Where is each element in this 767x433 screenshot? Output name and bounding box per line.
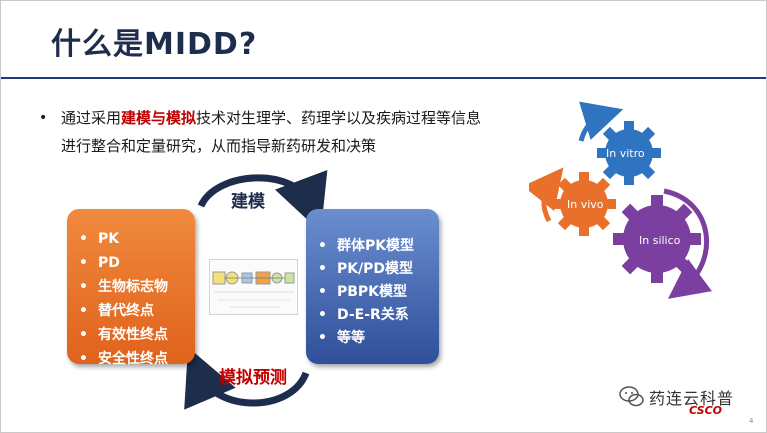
intro-bullet: • 通过采用建模与模拟技术对生理学、药理学以及疾病过程等信息 进行整合和定量研究… (39, 104, 539, 160)
footer-brand: 药连云科普 (619, 385, 734, 409)
intro-prefix: 通过采用 (61, 109, 122, 127)
data-list: PK PD 生物标志物 替代终点 有效性终点 安全性终点 (67, 209, 195, 371)
list-item: 有效性终点 (79, 323, 195, 347)
arc-blue (578, 101, 624, 142)
label-modeling: 建模 (231, 192, 265, 212)
arrow-top (197, 169, 328, 233)
list-item: PK (79, 227, 195, 251)
list-item: PD (79, 251, 195, 275)
diagram-thumbnail (212, 271, 295, 308)
gear-label-in-silico: In silico (639, 234, 681, 247)
list-item: D-E-R关系 (318, 304, 439, 327)
intro-text: 通过采用建模与模拟技术对生理学、药理学以及疾病过程等信息 进行整合和定量研究，从… (61, 104, 539, 160)
arrow-bottom (184, 347, 310, 410)
label-simulation: 模拟预测 (219, 368, 287, 388)
list-item: 等等 (318, 327, 439, 350)
model-box: 群体PK模型 PK/PD模型 PBPK模型 D-E-R关系 等等 (306, 209, 439, 364)
pkpd-diagram-image (209, 259, 298, 315)
page-title: 什么是MIDD? (51, 27, 258, 62)
list-item: 替代终点 (79, 299, 195, 323)
list-item: PBPK模型 (318, 281, 439, 304)
page-number: 4 (749, 417, 754, 425)
brand-name: 药连云科普 (649, 389, 735, 408)
title-divider (1, 77, 766, 79)
gear-label-in-vitro: In vitro (606, 147, 645, 160)
list-item: 安全性终点 (79, 347, 195, 371)
list-item: 群体PK模型 (318, 235, 439, 258)
data-box: PK PD 生物标志物 替代终点 有效性终点 安全性终点 (67, 209, 195, 367)
intro-line2: 进行整合和定量研究，从而指导新药研发和决策 (61, 137, 377, 155)
gears-graphic (522, 101, 712, 299)
intro-suffix: 技术对生理学、药理学以及疾病过程等信息 (196, 109, 482, 127)
wechat-icon (619, 386, 644, 407)
list-item: PK/PD模型 (318, 258, 439, 281)
model-list: 群体PK模型 PK/PD模型 PBPK模型 D-E-R关系 等等 (306, 209, 439, 350)
gears-diagram: In vitro In vivo In silico (522, 101, 729, 305)
list-item: 生物标志物 (79, 275, 195, 299)
arc-purple (663, 188, 712, 299)
gear-label-in-vivo: In vivo (567, 198, 604, 211)
bullet-dot: • (39, 110, 48, 126)
arc-orange (522, 167, 564, 223)
intro-highlight: 建模与模拟 (121, 109, 197, 127)
csco-logo: CSCO (689, 404, 723, 417)
